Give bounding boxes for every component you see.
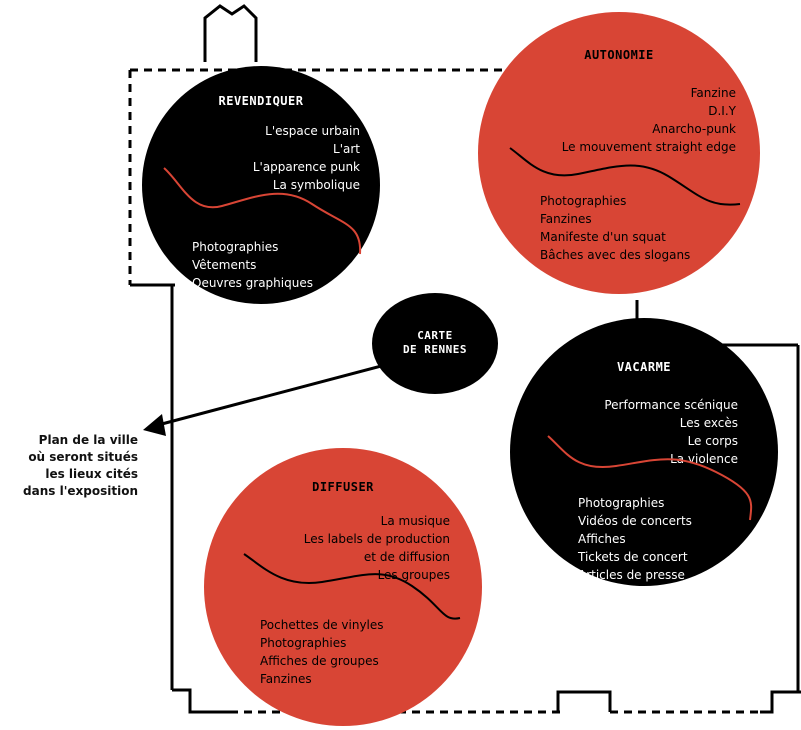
arrow-line [157,363,386,427]
vacarme-themes: Performance scénique Les excès Le corps … [604,396,738,468]
annotation-line: les lieux cités [45,467,138,481]
item: Affiches [578,532,626,546]
item: Manifeste d'un squat [540,230,666,244]
item: Oeuvres graphiques [192,276,313,290]
theme-item: L'art [333,142,360,156]
map-annotation: Plan de la ville où seront situés les li… [0,432,138,500]
item: Pochettes de vinyles [260,618,384,632]
annotation-line: où seront situés [28,450,138,464]
vacarme-title: VACARME [616,360,672,374]
item: Vêtements [192,258,257,272]
autonomie-circle: AUTONOMIE Fanzine D.I.Y Anarcho-punk Le … [478,12,760,294]
diffuser-items: Pochettes de vinyles Photographies Affic… [260,616,384,688]
diffuser-title: DIFFUSER [312,480,374,494]
diffuser-circle: DIFFUSER La musique Les labels de produc… [204,448,482,726]
autonomie-themes: Fanzine D.I.Y Anarcho-punk Le mouvement … [562,84,736,156]
annotation-line: Plan de la ville [38,433,138,447]
diffuser-themes: La musique Les labels de production et d… [304,512,450,584]
item: Articles de presse [578,568,685,582]
annotation-line: dans l'exposition [23,484,138,498]
item: Photographies [578,496,665,510]
item: Fanzines [260,672,312,686]
carte-line-1: CARTE [417,329,453,342]
item: Photographies [192,240,279,254]
theme-item: L'espace urbain [265,124,360,138]
bottom-right-step [760,690,801,714]
theme-item: Le mouvement straight edge [561,140,736,154]
vacarme-circle: VACARME Performance scénique Les excès L… [510,318,778,586]
revendiquer-circle: REVENDIQUER L'espace urbain L'art L'appa… [142,66,380,304]
theme-item: La musique [380,514,450,528]
item: Vidéos de concerts [578,514,692,528]
vacarme-items: Photographies Vidéos de concerts Affiche… [578,494,692,584]
theme-item: Anarcho-punk [652,122,736,136]
autonomie-title: AUTONOMIE [584,48,654,62]
bottom-door [556,690,612,712]
item: Tickets de concert [578,550,688,564]
item: Bâches avec des slogans [540,248,691,262]
theme-item: L'apparence punk [252,160,360,174]
item: Photographies [260,636,347,650]
theme-item: D.I.Y [708,104,736,118]
squiggle-line [547,435,753,521]
squiggle-line [243,553,461,620]
theme-item: Le corps [687,434,738,448]
theme-item: Les labels de production [303,532,450,546]
theme-item: Performance scénique [604,398,738,412]
theme-item: Fanzine [690,86,736,100]
squiggle-line [509,147,741,206]
carte-line-2: DE RENNES [402,343,468,356]
theme-item: La symbolique [272,178,360,192]
item: Affiches de groupes [260,654,379,668]
bottom-left-step [172,688,230,714]
theme-item: et de diffusion [363,550,450,564]
squiggle-line [163,167,362,255]
arrow-head [143,414,166,436]
item: Photographies [540,194,627,208]
carte-title: CARTE DE RENNES [372,329,498,357]
revendiquer-items: Photographies Vêtements Oeuvres graphiqu… [192,238,313,292]
theme-item: Les excès [679,416,738,430]
item: Fanzines [540,212,592,226]
theme-item: La violence [670,452,738,466]
carte-circle: CARTE DE RENNES [372,293,498,394]
top-entrance-outline [203,4,258,62]
revendiquer-themes: L'espace urbain L'art L'apparence punk L… [253,122,360,194]
revendiquer-title: REVENDIQUER [218,94,304,108]
autonomie-items: Photographies Fanzines Manifeste d'un sq… [540,192,690,264]
